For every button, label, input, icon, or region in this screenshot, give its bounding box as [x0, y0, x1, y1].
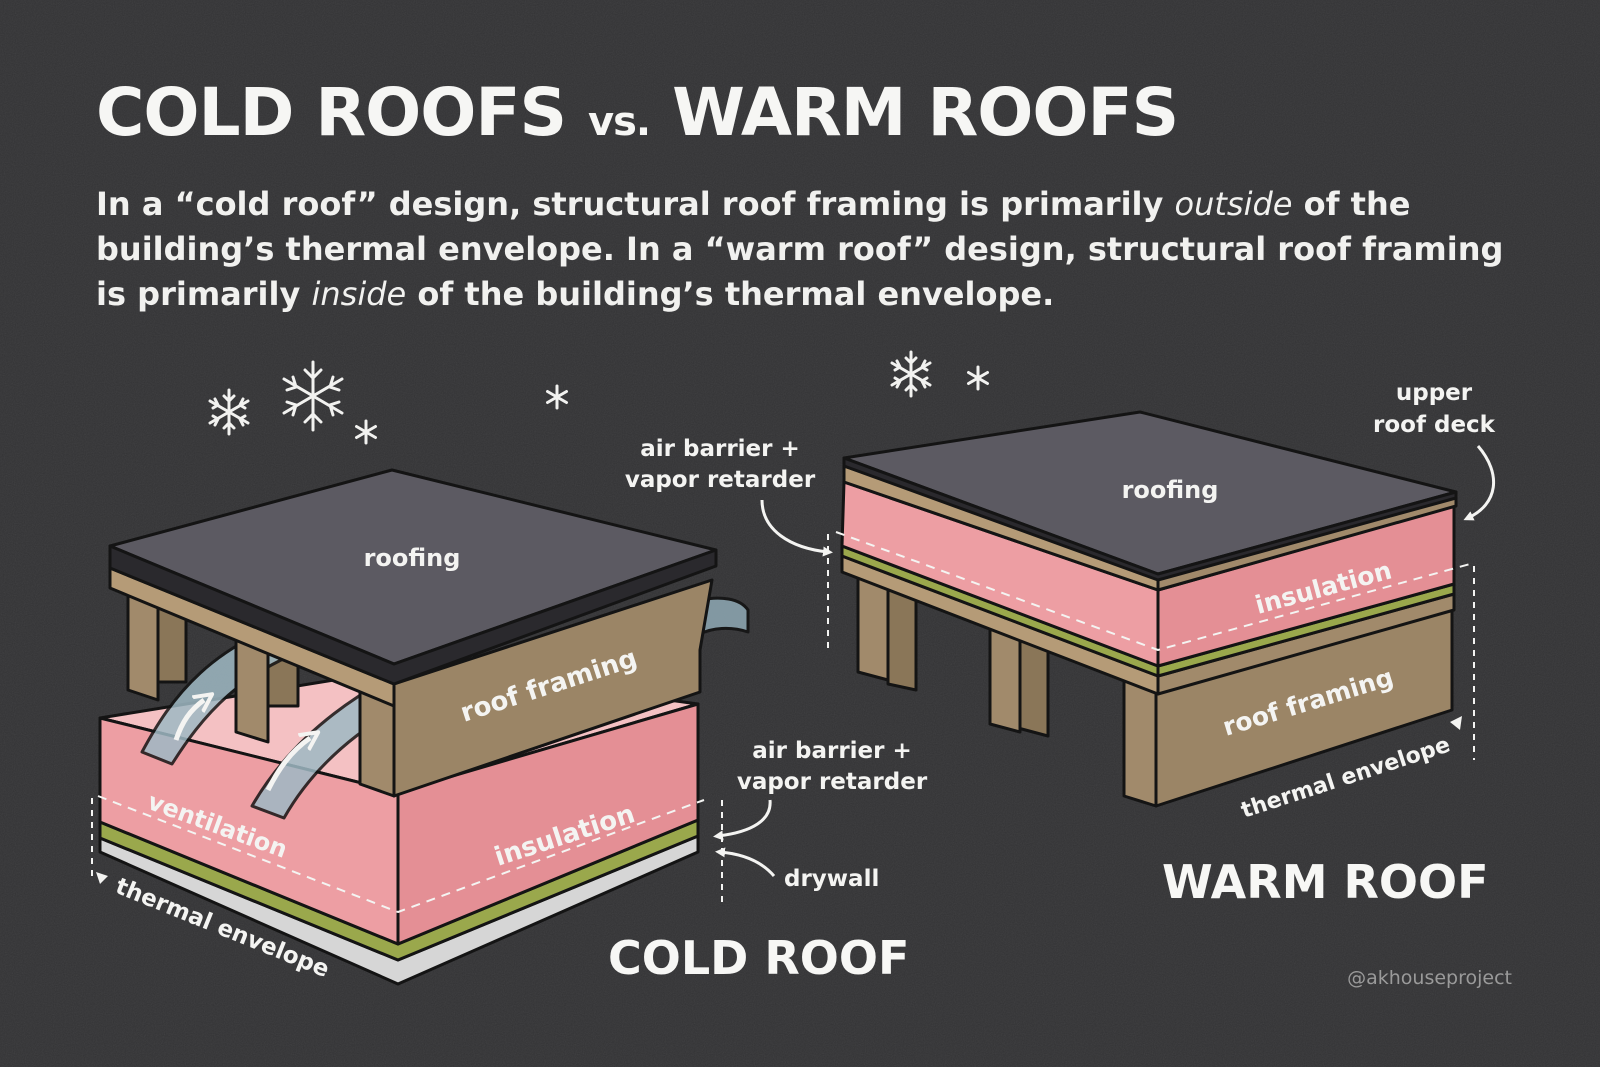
- cold-roof-diagram: roofing roof framing ventilation insulat…: [91, 468, 750, 986]
- cold-envelope-dashed-line: [97, 795, 705, 913]
- warm-roofing-edge: [842, 456, 1458, 582]
- intro-emphasis-inside: inside: [311, 275, 407, 313]
- ventilation-airflow: [698, 596, 750, 636]
- intro-text-1: In a “cold roof” design, structural roof…: [96, 185, 1175, 223]
- cold-roof-caption: COLD ROOF: [608, 931, 909, 985]
- warm-joist-front: [1122, 674, 1158, 808]
- snowflake-icon: [890, 350, 932, 398]
- drywall-pointer-arrow: [715, 847, 776, 877]
- warm-label-roofing: roofing: [1122, 476, 1219, 504]
- warm-roof-diagram: roofing insulation roof framing thermal …: [827, 410, 1475, 824]
- title-cold-roofs: COLD ROOFS: [96, 74, 567, 151]
- warm-joist-back: [886, 584, 918, 692]
- upper-deck-pointer-arrow: [1463, 445, 1496, 521]
- page-title: COLD ROOFS vs. WARM ROOFS: [96, 74, 1179, 151]
- cold-label-air-barrier-line1: air barrier +: [752, 738, 912, 764]
- snowflake-icons: [208, 350, 989, 445]
- intro-emphasis-outside: outside: [1174, 185, 1293, 223]
- snowflake-icon: [282, 360, 344, 432]
- thermal-envelope-marker-icon: [96, 872, 108, 884]
- cold-label-air-barrier-line2: vapor retarder: [737, 769, 928, 795]
- thermal-envelope-marker-icon: [1450, 716, 1462, 730]
- warm-label-upper-deck-line2: roof deck: [1373, 412, 1496, 438]
- cold-label-roofing: roofing: [364, 544, 461, 572]
- intro-text-2: of the building’s thermal envelope. In a…: [96, 185, 1504, 313]
- air-barrier-pointer-arrow: [713, 799, 772, 841]
- snowflake-icon: [208, 388, 250, 436]
- snowflake-icon: [355, 419, 377, 445]
- snowflake-icon: [546, 384, 568, 410]
- cold-roofing-edge: [108, 544, 718, 686]
- title-warm-roofs: WARM ROOFS: [672, 74, 1179, 151]
- warm-label-upper-deck-line1: upper: [1396, 380, 1473, 406]
- intro-text-3: of the building’s thermal envelope.: [406, 275, 1055, 313]
- snowflake-icon: [967, 365, 989, 391]
- warm-label-air-barrier-line2: vapor retarder: [625, 467, 816, 493]
- credit-handle: @akhouseproject: [1347, 967, 1512, 989]
- cold-roof-callouts: air barrier + vapor retarder drywall COL…: [608, 738, 928, 985]
- warm-roof-callouts: air barrier + vapor retarder upper roof …: [625, 380, 1496, 909]
- intro-paragraph: In a “cold roof” design, structural roof…: [96, 182, 1506, 317]
- warm-label-air-barrier-line1: air barrier +: [640, 436, 800, 462]
- title-vs: vs.: [588, 99, 651, 145]
- warm-envelope-dashed-line: [835, 531, 1471, 651]
- cold-label-drywall: drywall: [784, 866, 879, 892]
- air-barrier-pointer-arrow: [760, 499, 833, 557]
- cold-roof-framing-face: [392, 578, 714, 798]
- warm-roof-caption: WARM ROOF: [1162, 855, 1489, 909]
